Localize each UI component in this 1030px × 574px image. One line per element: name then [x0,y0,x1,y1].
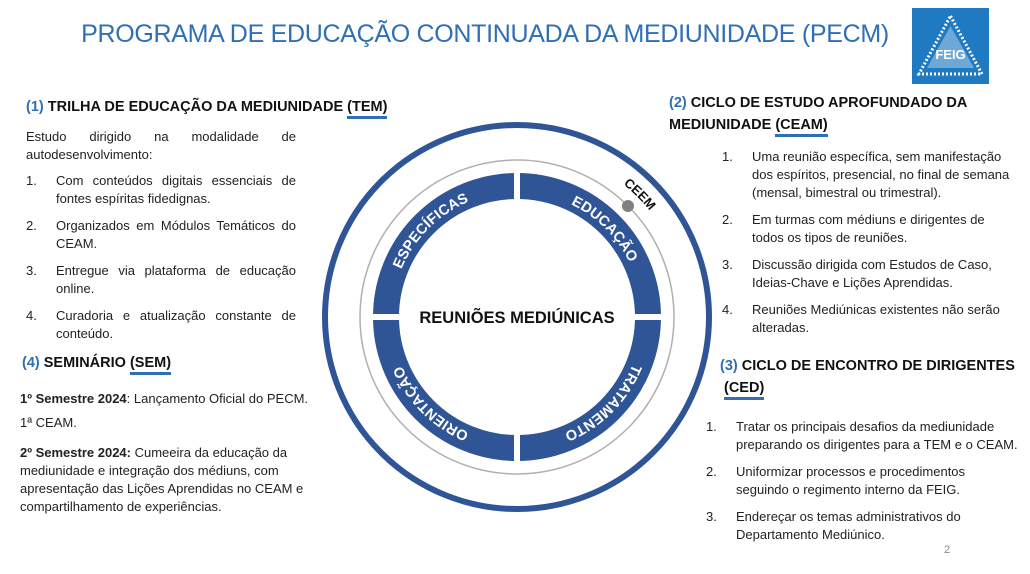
list-item: 2.Uniformizar processos e procedimentos … [706,464,966,497]
list-item: 2.Organizados em Módulos Temáticos do CE… [26,218,296,251]
list-item: 3.Entregue via plataforma de educação on… [26,263,296,296]
ced-list: 1.Tratar os principais desafios da mediu… [706,418,1018,553]
feig-logo: FEIG [912,8,989,84]
ced-heading: (3) CICLO DE ENCONTRO DE DIRIGENTES (CED… [720,355,1020,400]
sem-heading: (4) SEMINÁRIO (SEM) [22,352,172,375]
list-item: 1.Com conteúdos digitais essenciais de f… [26,173,296,206]
page-title: PROGRAMA DE EDUCAÇÃO CONTINUADA DA MEDIU… [81,20,889,48]
sem-ceam: 1ª CEAM. [20,415,77,430]
center-label: REUNIÕES MEDIÚNICAS [419,307,614,327]
list-item: 4.Curadoria e atualização constante de c… [26,308,296,341]
tem-list: 1.Com conteúdos digitais essenciais de f… [26,172,296,352]
sem-semester-1: 1º Semestre 2024: Lançamento Oficial do … [20,391,309,406]
sem-semester-2: 2º Semestre 2024: Cumeeira da educação d… [20,445,304,514]
tem-heading: (1) TRILHA DE EDUCAÇÃO DA MEDIUNIDADE (T… [26,96,388,119]
tem-intro: Estudo dirigido na modalidade de autodes… [26,129,296,162]
list-item: 3.Discussão dirigida com Estudos de Caso… [722,257,992,290]
list-item: 4.Reuniões Mediúnicas existentes não ser… [722,302,1000,335]
meetings-diagram: ESPECÍFICAS EDUCAÇÃO TRATAMENTO ORIENTAÇ… [322,122,712,512]
list-item: 3.Endereçar os temas administrativos do … [706,509,961,542]
ceem-track [359,159,675,475]
ceam-heading: (2) CICLO DE ESTUDO APROFUNDADO DA MEDIU… [669,92,967,137]
list-item: 1.Uma reunião específica, sem manifestaç… [722,149,1010,200]
ceam-list: 1.Uma reunião específica, sem manifestaç… [722,148,1017,346]
outer-ring [322,122,712,512]
ceem-marker-dot [622,200,634,212]
svg-text:FEIG: FEIG [935,47,965,62]
list-item: 1.Tratar os principais desafios da mediu… [706,419,1018,452]
page-number: 2 [944,544,951,556]
list-item: 2.Em turmas com médiuns e dirigentes de … [722,212,985,245]
